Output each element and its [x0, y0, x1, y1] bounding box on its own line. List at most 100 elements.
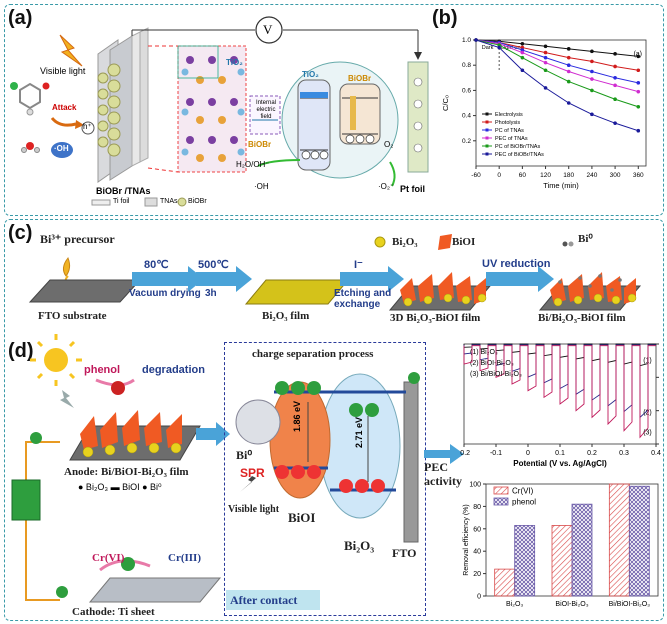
x-tick-label: 0.1: [555, 450, 565, 457]
step3-bottom-label: Etching and exchange: [334, 288, 392, 310]
data-point: [590, 49, 594, 54]
charge-separation-title: charge separation process: [252, 348, 374, 360]
data-point: [590, 77, 594, 81]
legend-swatch: [493, 486, 509, 495]
x-tick-label: BiOI-Bi₂O₃: [555, 601, 588, 608]
pec-activity-label: PEC activity: [424, 460, 462, 488]
fto-substrate-plate: [28, 279, 142, 303]
x-tick-label: 0: [526, 450, 530, 457]
series-line: [475, 39, 639, 108]
step4-top-label: UV reduction: [482, 258, 551, 270]
panel-frame-bottom: [4, 219, 664, 621]
synthesis-flow: [28, 234, 642, 311]
curve-label: (1): [643, 358, 652, 365]
x-tick-label: 0.3: [619, 450, 629, 457]
pt-foil-electrode: [407, 61, 429, 173]
voltmeter-label: V: [263, 22, 273, 37]
legend-label: Photolysis: [495, 120, 520, 126]
data-point: [590, 69, 594, 74]
biobr-label: BiOBr: [248, 140, 272, 149]
step-arrow-2: [196, 266, 252, 292]
data-point: [543, 86, 548, 90]
gap1-label: 1.86 eV: [292, 400, 302, 432]
attack-label: Attack: [52, 103, 77, 112]
data-point: [590, 88, 594, 93]
step1-bottom-label: Vacuum drying: [129, 288, 201, 299]
data-point: [520, 55, 525, 60]
x-tick-label: 0.2: [587, 450, 597, 457]
legend-label: (2) BiOI-Bi₂O₃: [470, 360, 514, 367]
legend-marker: [485, 112, 489, 116]
phenol-molecule-icon: [10, 82, 50, 116]
o2-label: O₂: [384, 140, 394, 149]
data-point: [543, 55, 548, 60]
data-point: [566, 55, 571, 60]
y-tick-label: 100: [469, 482, 481, 489]
bi2o3-bioi-film-label: 3D Bi₂O₃-BiOI film: [390, 312, 481, 324]
water-molecule-icon: [21, 142, 40, 153]
o2-rad-label: ·O₂⁻: [378, 182, 395, 191]
data-point: [636, 81, 641, 85]
tnas-legend-icon: [144, 197, 158, 207]
legend-marker: [485, 120, 489, 124]
biobr-legend-icon: [177, 197, 187, 207]
legend-bi2o3: Bi₂O₃: [392, 236, 418, 248]
legend-label: PEC of TNAs: [495, 136, 528, 142]
data-point: [613, 121, 617, 125]
legend-ti-foil: Ti foil: [113, 198, 130, 205]
data-point: [613, 83, 617, 88]
cr3-label: Cr(III): [168, 552, 201, 564]
anode-legend: ● Bi₂O₃ ▬ BiOI ● Bi⁰: [78, 482, 162, 492]
data-point: [613, 52, 617, 56]
light-bolt-icon: [60, 390, 74, 408]
x-tick-label: 120: [540, 172, 551, 179]
x-axis-label: Time (min): [543, 181, 579, 190]
y-tick-label: 60: [473, 526, 481, 533]
x-tick-label: 240: [586, 172, 597, 179]
step2-top-label: 500℃: [198, 259, 229, 271]
series-line: [475, 39, 639, 57]
y-tick-label: 0.6: [462, 87, 471, 94]
bi2o3-film-plate: [244, 279, 350, 305]
data-point: [566, 63, 571, 67]
step-arrow-3: [340, 266, 404, 292]
y-tick-label: 20: [473, 571, 481, 578]
gap2-label: 2.71 eV: [354, 416, 364, 448]
precursor-label: Bi³⁺ precursor: [40, 232, 115, 246]
arrow-to-mechanism: [196, 422, 230, 446]
panel-letter-b: (b): [432, 7, 458, 29]
legend-label: (1) Bi₂O₃: [470, 349, 498, 356]
charge-separation-diagram: [235, 372, 420, 543]
legend-tnas: TNAs: [160, 198, 178, 205]
data-point: [543, 68, 548, 73]
bar: [628, 485, 650, 597]
x-tick-label: Bi₂O₃: [506, 601, 523, 608]
legend-biobr: BiOBr: [188, 198, 207, 205]
curve-label: (2): [643, 409, 652, 416]
legend-label: PEC of BiOBr/TNAs: [495, 152, 544, 158]
step2-bottom-label: 3h: [205, 288, 217, 299]
data-point: [474, 38, 478, 42]
series-line: [475, 39, 639, 132]
fto-label: FTO: [392, 546, 417, 560]
sun-icon: [30, 334, 82, 386]
final-film-label: Bi/Bi₂O₃-BiOI film: [538, 312, 626, 324]
x-tick-label: -0.2: [460, 450, 470, 457]
x-tick-label: 180: [563, 172, 574, 179]
data-point: [590, 59, 594, 64]
panel-letter-d: (d): [8, 340, 34, 362]
y-tick-label: 0.8: [462, 62, 471, 69]
current-trace: [463, 343, 656, 367]
x-tick-label: 0.4: [651, 450, 661, 457]
spr-label: SPR: [240, 466, 265, 480]
dark-label: Dark: [482, 45, 494, 51]
legend-label: Electrolysis: [495, 112, 523, 118]
tio2-label: TiO₂: [226, 58, 243, 67]
x-tick-label: 360: [633, 172, 644, 179]
data-point: [520, 68, 525, 73]
band-diagram-a: [257, 61, 399, 187]
bi0-sphere: [235, 399, 281, 445]
data-point: [520, 45, 525, 50]
x-tick-label: Bi/BiOI-Bi₂O₃: [609, 601, 651, 608]
